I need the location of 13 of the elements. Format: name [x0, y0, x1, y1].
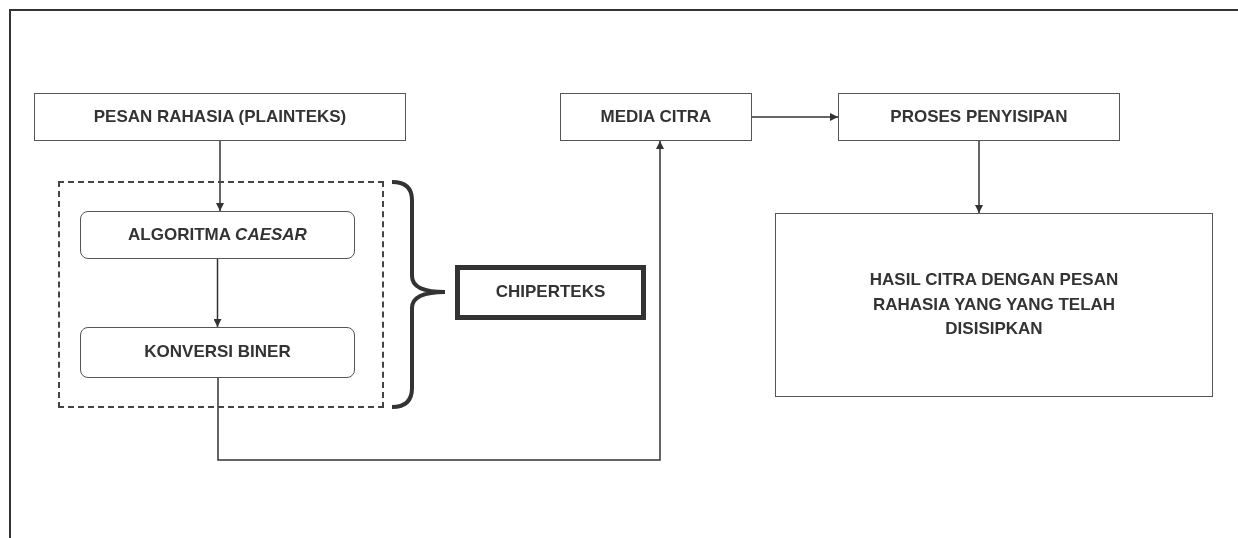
- arrow: [217, 140, 664, 461]
- process-box: HASIL CITRA DENGAN PESAN RAHASIA YANG YANG TELAH DISISIPKAN: [775, 213, 1213, 397]
- arrow: [751, 113, 839, 121]
- arrow: [975, 140, 983, 214]
- dashed-group-box: [58, 181, 384, 408]
- process-box: PROSES PENYISIPAN: [838, 93, 1120, 141]
- process-box: PESAN RAHASIA (PLAINTEKS): [34, 93, 406, 141]
- output-box: CHIPERTEKS: [455, 265, 646, 320]
- arrow: [213, 258, 222, 328]
- process-box: KONVERSI BINER: [80, 327, 355, 378]
- arrow: [216, 140, 224, 212]
- process-box: MEDIA CITRA: [560, 93, 752, 141]
- process-box: ALGORITMA CAESAR: [80, 211, 355, 259]
